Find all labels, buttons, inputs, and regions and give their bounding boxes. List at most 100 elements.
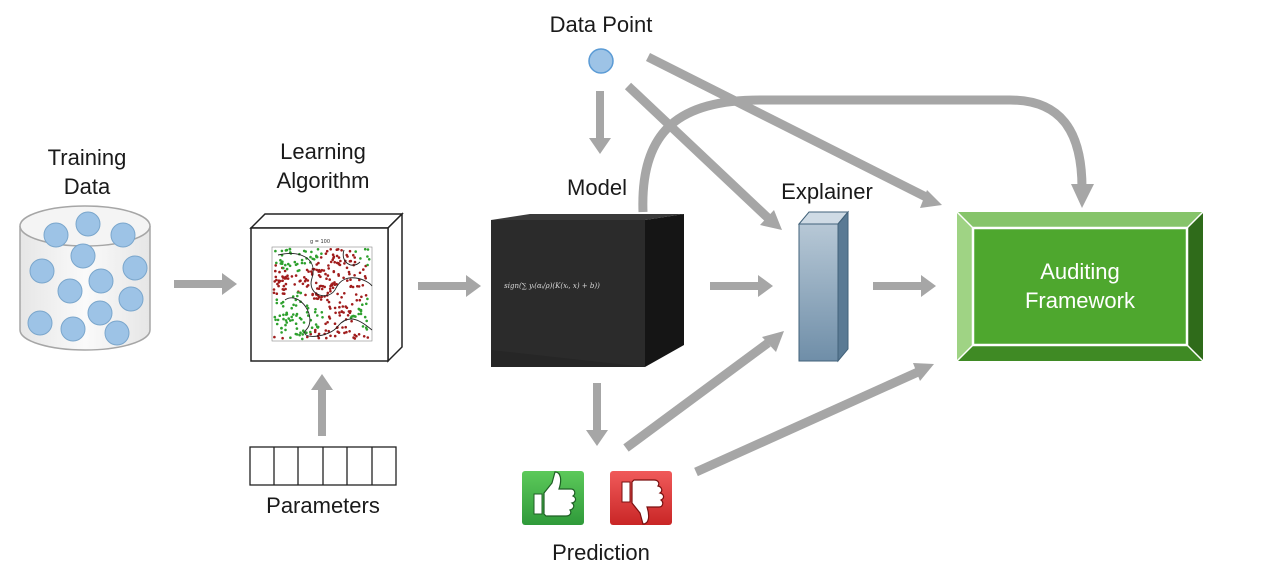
scatter-point <box>290 306 294 310</box>
scatter-point <box>357 312 361 316</box>
training-data-points <box>27 211 148 346</box>
scatter-point <box>328 287 332 291</box>
scatter-point <box>346 279 349 282</box>
scatter-point <box>363 275 367 278</box>
scatter-point <box>342 311 345 314</box>
scatter-point <box>281 292 285 295</box>
scatter-point <box>296 291 300 294</box>
scatter-point <box>326 321 329 324</box>
scatter-point <box>343 262 346 265</box>
scatter-point <box>339 259 342 263</box>
scatter-point <box>328 305 331 309</box>
scatter-point <box>325 249 329 253</box>
scatter-point <box>367 258 371 261</box>
scatter-point <box>366 263 369 267</box>
scatter-point <box>275 292 279 296</box>
arrow-model-to-explainer <box>710 275 773 297</box>
thumbs-down-icon <box>610 471 672 525</box>
scatter-point <box>354 293 358 296</box>
scatter-point <box>313 310 317 314</box>
data-point-circle <box>588 48 614 74</box>
scatter-point <box>317 270 320 273</box>
scatter-point <box>340 249 343 252</box>
scatter-point <box>316 248 320 251</box>
scatter-point <box>337 256 341 259</box>
scatter-point <box>349 278 352 282</box>
scatter-point <box>337 274 341 277</box>
scatter-point <box>309 330 312 334</box>
arrow-training-to-learning <box>174 273 237 295</box>
scatter-point <box>359 309 363 313</box>
scatter-point <box>344 325 348 329</box>
model-formula: sign(∑ yᵢ(αᵢ/ρ)(K(xᵢ, x) + b)) <box>504 282 600 290</box>
scatter-point <box>292 313 295 316</box>
scatter-point <box>352 314 356 318</box>
scatter-point <box>281 276 285 279</box>
auditing-framework-box <box>956 211 1204 362</box>
scatter-point <box>296 262 299 266</box>
scatter-point <box>344 305 348 308</box>
scatter-point <box>327 329 331 333</box>
scatter-point <box>329 260 333 264</box>
scatter-point <box>281 279 284 283</box>
scatter-point <box>361 284 365 287</box>
scatter-point <box>298 333 301 337</box>
arrow-datapoint-to-model <box>589 91 611 154</box>
scatter-point <box>349 310 352 313</box>
scatter-point <box>338 311 341 314</box>
scatter-point <box>319 256 323 259</box>
learning-algorithm-label: Learning Algorithm <box>276 139 370 193</box>
scatter-point <box>314 323 318 326</box>
arrow-learning-to-model <box>418 275 481 297</box>
scatter-point <box>282 313 285 317</box>
scatter-point <box>309 255 312 259</box>
scatter-point <box>287 317 291 320</box>
scatter-point <box>363 315 367 319</box>
scatter-point <box>353 260 357 264</box>
scatter-point <box>348 249 352 253</box>
scatter-point <box>329 334 332 338</box>
scatter-point <box>335 254 339 258</box>
scatter-point <box>353 333 357 337</box>
scatter-point <box>349 285 352 289</box>
scatter-point <box>303 262 307 265</box>
scatter-point <box>327 300 331 304</box>
scatter-point <box>327 264 330 267</box>
scatter-point <box>325 277 328 281</box>
scatter-point <box>280 249 284 253</box>
scatter-point <box>338 314 342 317</box>
scatter-point <box>326 291 330 295</box>
scatter-point <box>317 332 321 336</box>
scatter-point <box>283 269 287 273</box>
scatter-point <box>272 291 276 295</box>
scatter-point <box>280 331 283 334</box>
scatter-point <box>284 275 287 279</box>
scatter-point <box>275 261 278 265</box>
scatter-point <box>333 283 337 287</box>
scatter-point <box>288 264 292 268</box>
scatter-point <box>301 337 304 341</box>
scatter-point <box>331 253 335 256</box>
scatter-point <box>347 270 351 274</box>
scatter-point <box>278 270 281 274</box>
scatter-point <box>349 316 353 320</box>
scatter-point <box>281 288 285 291</box>
scatter-point <box>329 248 333 251</box>
scatter-point <box>311 292 315 296</box>
scatter-point <box>365 319 369 323</box>
scatter-point <box>289 336 292 340</box>
scatter-point <box>317 287 321 291</box>
scatter-point <box>359 312 363 316</box>
arrow-parameters-to-learning <box>311 374 333 436</box>
scatter-point <box>335 261 339 265</box>
scatter-point <box>306 284 310 287</box>
scatter-point <box>320 287 324 291</box>
scatter-point <box>305 304 309 308</box>
scatter-point <box>289 319 292 322</box>
plot-title: g = 100 <box>310 239 330 245</box>
scatter-point <box>312 258 316 261</box>
scatter-point <box>341 326 344 329</box>
scatter-point <box>331 258 335 262</box>
scatter-point <box>296 294 299 298</box>
